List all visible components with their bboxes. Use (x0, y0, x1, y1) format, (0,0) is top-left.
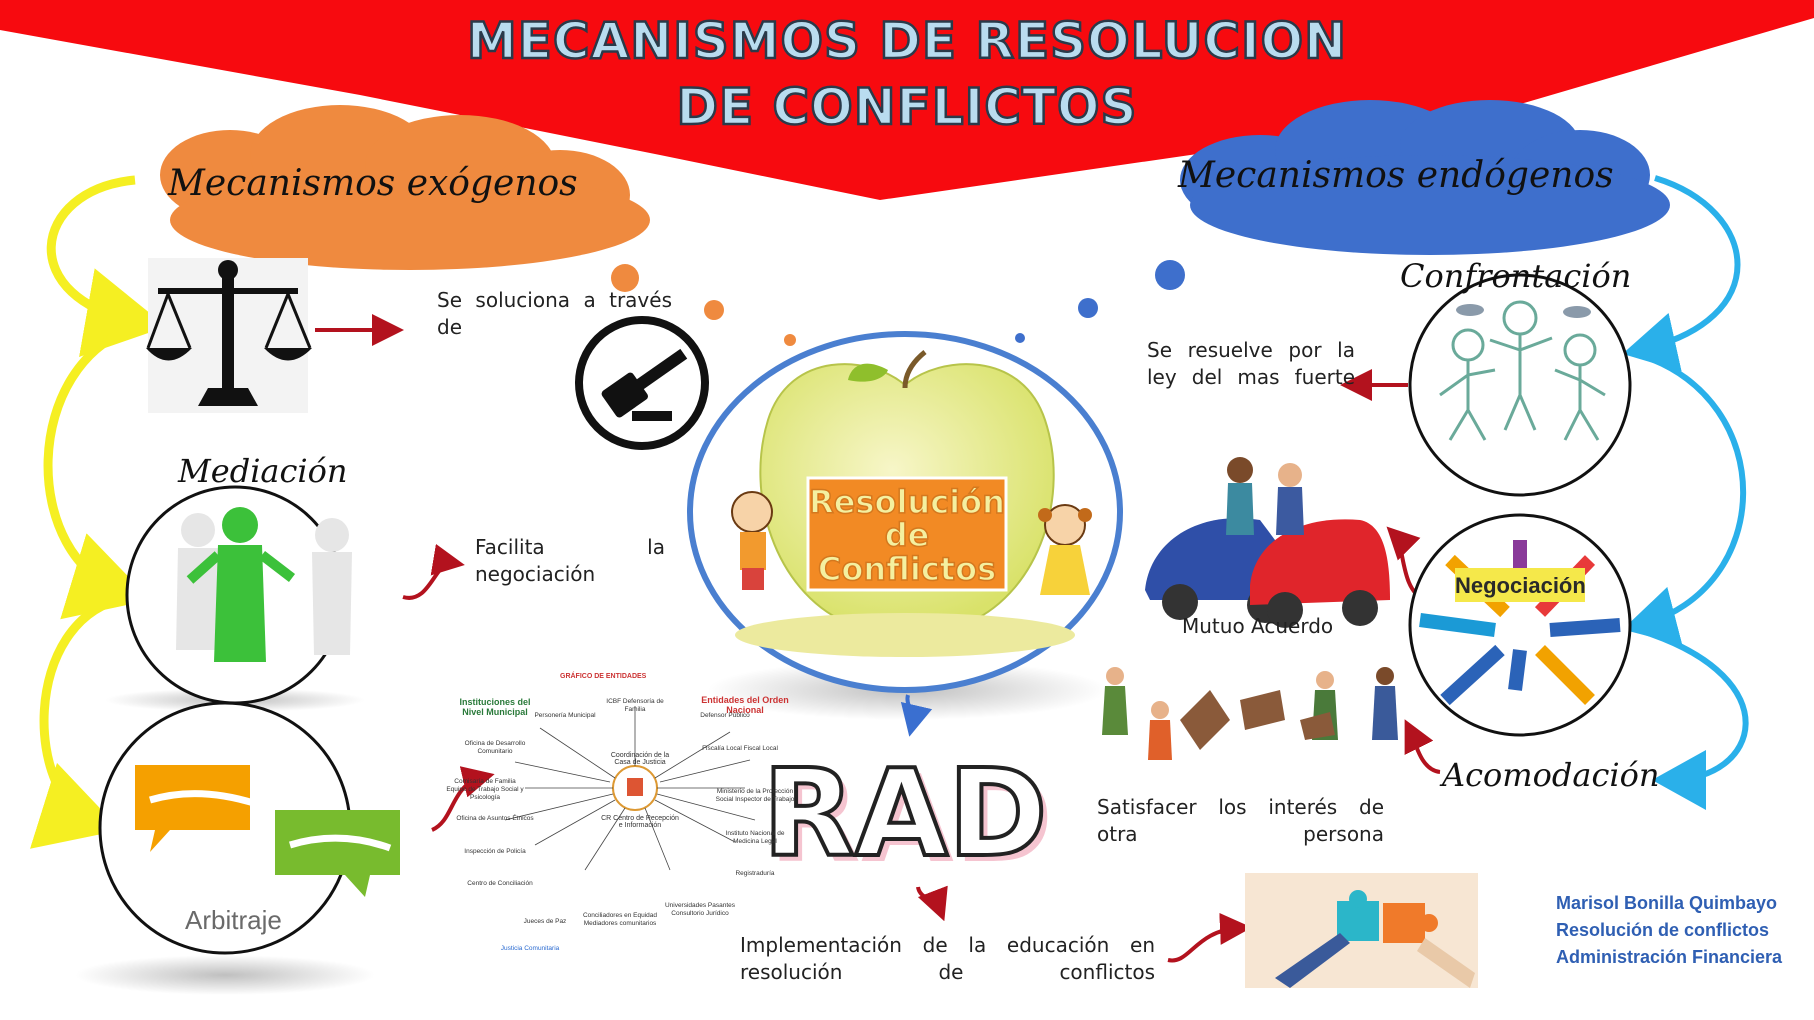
right-flow-arrow-2 (1622, 352, 1747, 645)
course-name: Resolución de conflictos (1556, 920, 1770, 940)
bubble-dot (1078, 298, 1098, 318)
entity-node: Centro de Conciliación (467, 880, 533, 887)
entity-node: Personería Municipal (534, 712, 596, 719)
entities-chart: GRÁFICO DE ENTIDADES (504, 671, 756, 871)
title-line-2: DE CONFLICTOS (675, 77, 1138, 138)
center-line-2: de (885, 516, 930, 554)
accommodation-people-icon (1102, 667, 1398, 760)
entity-node: Comisaría de Familia Equipo de Trabajo S… (446, 778, 524, 801)
endogenous-cloud (1180, 100, 1670, 255)
title-line-1: MECANISMOS DE RESOLUCION (466, 11, 1348, 72)
rad-graphic: RAD RAD (761, 743, 1054, 890)
justice-scale-icon (146, 258, 312, 413)
arrow-rad (916, 885, 948, 922)
center-sign (806, 476, 1008, 592)
entity-node: Oficina de Asuntos Étnicos (456, 815, 534, 822)
mediation-people-icon (176, 507, 352, 662)
cars-agreement-icon (1145, 457, 1390, 628)
left-flow-arrow-3 (29, 593, 126, 849)
entities-chart-title: GRÁFICO DE ENTIDADES (560, 671, 647, 680)
right-flow-arrow-3 (1644, 629, 1749, 810)
author-credit: Marisol Bonilla Quimbayo Resolución de c… (1556, 890, 1782, 971)
arrow-mediation (402, 543, 465, 600)
arrow-arbitration (431, 766, 495, 832)
mediation-description: Facilita la negociación (475, 535, 665, 586)
entity-node: Jueces de Paz (523, 918, 567, 925)
program-name: Administración Financiera (1556, 947, 1783, 967)
entities-hub: CR Centro de Recepción e Información (601, 815, 679, 829)
confrontation-label: Confrontación (1400, 257, 1632, 295)
exogenous-cloud (160, 105, 650, 270)
bubble-dot (611, 264, 639, 292)
title-banner (0, 0, 1814, 200)
center-title: Resolución de Conflictos (808, 482, 1005, 589)
entity-node: Inspección de Policía (464, 848, 526, 855)
gavel-icon (575, 316, 709, 450)
left-flow-arrow-1 (46, 175, 167, 357)
bubble-dot (1015, 333, 1025, 343)
arrow-accommodation (1404, 719, 1441, 774)
mediation-label: Mediación (178, 452, 348, 490)
confrontation-description: Se resuelve por la ley del mas fuerte (1147, 338, 1355, 389)
negotiation-label: Negociación (1455, 573, 1586, 598)
boy-icon (731, 491, 773, 590)
center-line-3: Conflictos (818, 550, 996, 588)
svg-text:RAD: RAD (769, 751, 1054, 890)
handshake-bubbles-icon (135, 765, 400, 897)
negotiation-label-box (1455, 568, 1585, 602)
endogenous-label: Mecanismos endógenos (1178, 155, 1614, 196)
left-flow-arrow-2 (43, 321, 151, 620)
accommodation-description: Satisfacer los interés de otra persona (1097, 795, 1384, 846)
bubble-dot (784, 334, 796, 346)
rad-label: RAD (763, 745, 1048, 884)
bubble-dot (1155, 260, 1185, 290)
scale-note: Se soluciona a través de (437, 288, 672, 339)
entity-node: Oficina de Desarrollo Comunitario (464, 740, 526, 755)
entities-hub-top: Coordinación de la Casa de Justicia (610, 752, 670, 766)
rad-description: Implementación de la educación en resolu… (740, 933, 1155, 984)
arbitration-label: Arbitraje (185, 905, 282, 935)
entity-node: Conciliadores en Equidad Mediadores comu… (582, 912, 658, 927)
entities-group-left: Instituciones del Nivel Municipal (459, 697, 531, 717)
bubble-dot (704, 300, 724, 320)
accommodation-label: Acomodación (1442, 756, 1660, 794)
entity-node: Registraduría (735, 870, 775, 877)
entity-node: ICBF Defensoría de Familia (606, 698, 664, 713)
entities-group-right: Entidades del Orden Nacional (701, 695, 789, 715)
right-flow-arrow-1 (1622, 175, 1741, 372)
entity-node: Universidades Pasantes Consultorio Juríd… (664, 902, 736, 917)
entity-node: Instituto Nacional de Medicina Legal (725, 830, 785, 845)
confrontation-people-icon (1439, 300, 1606, 441)
girl-icon (1038, 504, 1092, 595)
entity-node: Defensor Público (700, 712, 750, 719)
center-line-1: Resolución (809, 483, 1005, 521)
puzzle-hands-icon (1245, 873, 1478, 988)
author-name: Marisol Bonilla Quimbayo (1556, 893, 1778, 913)
entity-node: Fiscalía Local Fiscal Local (702, 745, 778, 752)
arrow-center-rad (900, 694, 933, 737)
negotiation-description: Mutuo Acuerdo (1182, 614, 1334, 638)
entity-node: Ministerio de la Protección Social Inspe… (715, 788, 795, 803)
exogenous-label: Mecanismos exógenos (168, 163, 578, 204)
entity-node: Justicia Comunitaria (500, 945, 560, 952)
arrow-education (1167, 912, 1252, 963)
